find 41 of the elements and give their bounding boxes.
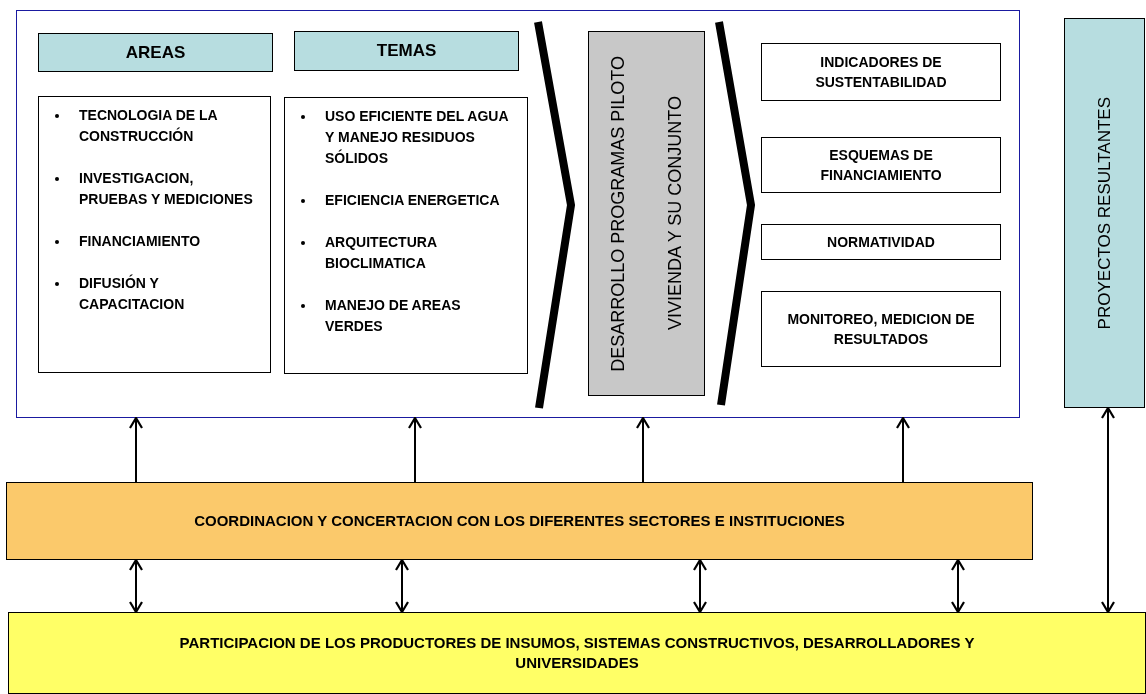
participation-bar [8,612,1146,694]
box-label: INDICADORES DE SUSTENTABILIDAD [814,53,948,92]
arrow [635,416,651,483]
list-box [38,96,271,373]
header-box [294,31,519,71]
box-shape [16,10,1020,418]
vertical-label: PROYECTOS RESULTANTES [1093,96,1115,330]
program-box [588,31,705,396]
arrow [407,416,423,483]
vertical-label: VIVIENDA Y SU CONJUNTO [664,96,687,331]
arrow [950,558,966,614]
list-item: INVESTIGACION, PRUEBAS Y MEDICIONES [79,169,254,209]
box-label: MONITOREO, MEDICION DE RESULTADOS [786,310,976,349]
box-label: ESQUEMAS DE FINANCIAMIENTO [819,146,943,185]
list-box [284,97,528,374]
list-item: DIFUSIÓN Y CAPACITACION [79,273,186,314]
arrow [394,558,410,614]
arrow [128,558,144,614]
arrow [692,558,708,614]
list-item: EFICIENCIA ENERGETICA [325,191,500,210]
box-label: PARTICIPACION DE LOS PRODUCTORES DE INSUMOS, SISTEMAS CONSTRUCTIVOS, DESARROLLADORES Y UNIVERSIDADES [178,633,976,673]
box-label: AREAS [125,41,186,64]
vertical-label: DESARROLLO PROGRAMAS PILOTO [606,55,629,372]
side-box [1064,18,1145,408]
arrow [895,416,911,483]
arrow [128,416,144,483]
result-box [761,43,1001,101]
arrow [1100,406,1116,614]
result-box [761,224,1001,260]
coordination-bar [6,482,1033,560]
box-label: COORDINACION Y CONCERTACION CON LOS DIFERENTES SECTORES E INSTITUCIONES [194,510,845,531]
result-box [761,137,1001,193]
list-item: FINANCIAMIENTO [79,232,201,251]
box-label: NORMATIVIDAD [827,233,935,252]
box-label: TEMAS [376,40,437,63]
list-item: TECNOLOGIA DE LA CONSTRUCCIÓN [79,106,219,146]
list-item: ARQUITECTURA BIOCLIMATICA [325,233,438,273]
header-box [38,33,273,72]
list-item: USO EFICIENTE DEL AGUA Y MANEJO RESIDUOS SÓLIDOS [325,107,510,168]
list-item: MANEJO DE AREAS VERDES [325,296,462,336]
result-box [761,291,1001,367]
